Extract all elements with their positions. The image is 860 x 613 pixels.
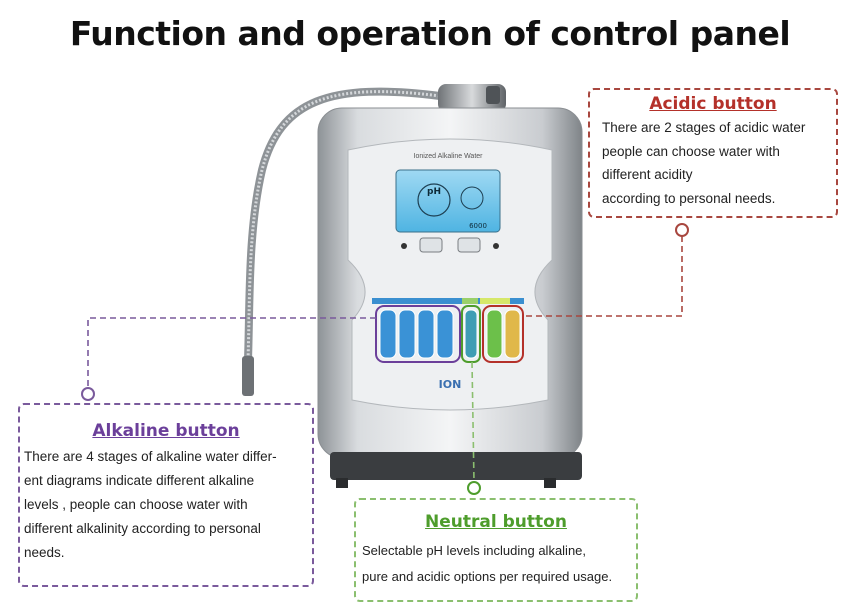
alkaline-line: needs. bbox=[24, 545, 65, 560]
acidic-line: different acidity bbox=[602, 167, 693, 182]
acidic-description: There are 2 stages of acidic water peopl… bbox=[590, 114, 836, 210]
lcd-ph-label: pH bbox=[427, 187, 441, 197]
neutral-description: Selectable pH levels including alkaline,… bbox=[356, 532, 636, 590]
neutral-connector-dot bbox=[467, 481, 481, 495]
acidic-connector bbox=[526, 236, 683, 317]
neutral-callout: Neutral button Selectable pH levels incl… bbox=[354, 498, 638, 602]
alkaline-line: There are 4 stages of alkaline water dif… bbox=[24, 449, 277, 464]
alkaline-description: There are 4 stages of alkaline water dif… bbox=[20, 441, 312, 565]
acidic-heading: Acidic button bbox=[649, 94, 777, 114]
neutral-connector bbox=[471, 361, 475, 483]
acidic-button-group bbox=[482, 305, 524, 363]
device-base bbox=[330, 452, 582, 480]
minus-button bbox=[419, 237, 443, 253]
alkaline-button-1 bbox=[379, 309, 397, 359]
lcd-display bbox=[395, 169, 501, 233]
alkaline-connector bbox=[87, 317, 376, 388]
neutral-line: Selectable pH levels including alkaline, bbox=[362, 543, 587, 558]
device-logo: ION bbox=[439, 378, 462, 391]
alkaline-button-group bbox=[375, 305, 461, 363]
alkaline-button-3 bbox=[417, 309, 435, 359]
neutral-heading: Neutral button bbox=[425, 512, 567, 532]
acidic-line: according to personal needs. bbox=[602, 190, 776, 206]
indicator-left bbox=[401, 243, 407, 249]
hose-nozzle bbox=[242, 356, 254, 396]
alkaline-button-4 bbox=[436, 309, 454, 359]
page-title: Function and operation of control panel bbox=[69, 14, 791, 53]
alkaline-callout: Alkaline button There are 4 stages of al… bbox=[18, 403, 314, 587]
alkaline-button-2 bbox=[398, 309, 416, 359]
lcd-counter: 6000 bbox=[469, 222, 487, 230]
acidic-line: people can choose water with bbox=[602, 143, 780, 159]
plus-button bbox=[457, 237, 481, 253]
neutral-button bbox=[464, 309, 478, 359]
alkaline-line: levels , people can choose water with bbox=[24, 497, 248, 512]
alkaline-heading: Alkaline button bbox=[92, 421, 240, 441]
acidic-connector-dot bbox=[675, 223, 689, 237]
alkaline-line: ent diagrams indicate different alkaline bbox=[24, 473, 255, 488]
alkaline-line: different alkalinity according to person… bbox=[24, 521, 261, 536]
device-brand-text: Ionized Alkaline Water bbox=[414, 153, 484, 160]
neutral-line: pure and acidic options per required usa… bbox=[362, 569, 613, 584]
acidic-line: There are 2 stages of acidic water bbox=[602, 120, 806, 135]
alkaline-connector-dot bbox=[81, 387, 95, 401]
acidic-button-2 bbox=[504, 309, 521, 359]
neutral-button-group bbox=[461, 305, 481, 363]
acidic-button-1 bbox=[486, 309, 503, 359]
indicator-right bbox=[493, 243, 499, 249]
acidic-callout: Acidic button There are 2 stages of acid… bbox=[588, 88, 838, 218]
